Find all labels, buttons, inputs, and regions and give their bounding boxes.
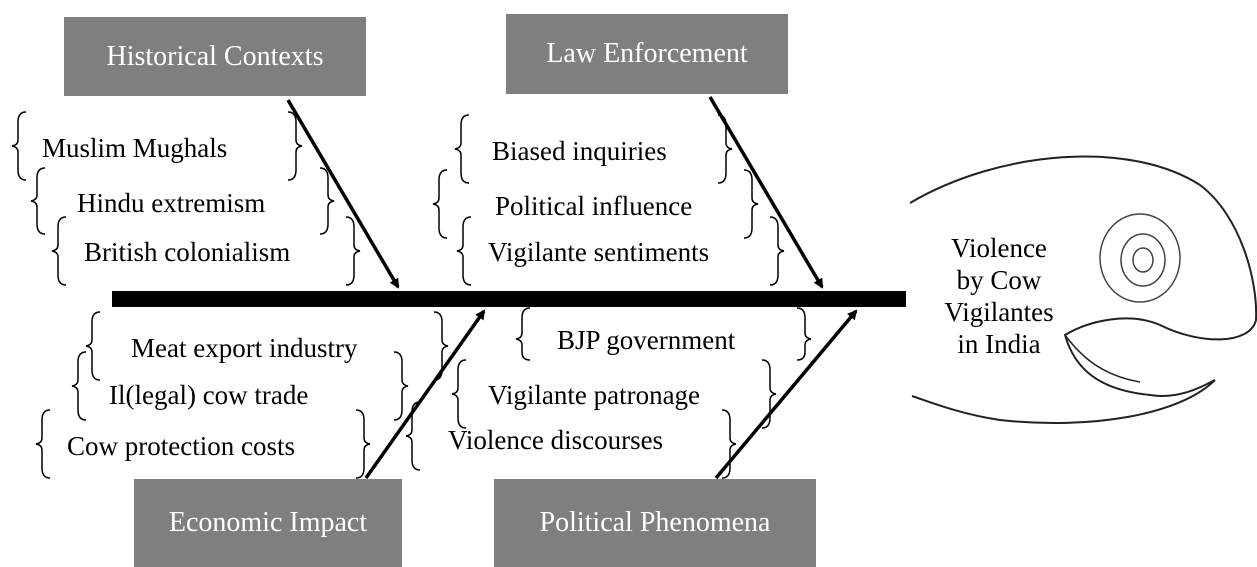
cause-british-colonialism: British colonialism	[84, 237, 291, 267]
cause-hindu-extremism: Hindu extremism	[77, 188, 266, 218]
historical-bone-arrow	[286, 99, 400, 289]
law-bone-arrow	[708, 96, 824, 289]
effect-line-4: in India	[957, 329, 1041, 359]
political-bone-arrow	[714, 309, 858, 480]
effect-label: Violence by Cow Vigilantes in India	[920, 232, 1078, 360]
cause-illegal-cow-trade: Il(legal) cow trade	[109, 380, 309, 410]
category-label-historical-contexts: Historical Contexts	[106, 40, 324, 72]
category-box-law-enforcement: Law Enforcement	[506, 14, 788, 94]
category-box-political-phenomena: Political Phenomena	[494, 479, 816, 567]
political-brace-group	[451, 307, 812, 479]
cause-meat-export-industry: Meat export industry	[131, 333, 358, 363]
cause-vigilante-patronage: Vigilante patronage	[488, 380, 701, 410]
cause-violence-discourses: Violence discourses	[448, 425, 664, 455]
cause-vigilante-sentiments: Vigilante sentiments	[488, 237, 710, 267]
category-box-historical-contexts: Historical Contexts	[64, 17, 366, 96]
fish-mouth-line	[1064, 334, 1141, 383]
cause-muslim-mughals: Muslim Mughals	[42, 133, 228, 163]
category-label-economic-impact: Economic Impact	[168, 507, 368, 538]
cause-political-influence: Political influence	[495, 191, 693, 221]
effect-line-2: by Cow	[956, 265, 1042, 295]
category-label-law-enforcement: Law Enforcement	[546, 38, 748, 69]
fish-eye	[1099, 213, 1181, 303]
fishbone-spine	[112, 291, 906, 307]
category-box-economic-impact: Economic Impact	[134, 479, 402, 567]
fish-head-outline	[909, 155, 1257, 425]
law-brace-group	[432, 114, 785, 286]
historical-brace-group	[11, 111, 361, 286]
cause-cow-protection-costs: Cow protection costs	[67, 431, 295, 461]
economic-bone-arrow	[364, 309, 486, 480]
cause-bjp-government: BJP government	[557, 325, 736, 355]
effect-line-1: Violence	[951, 233, 1047, 263]
effect-line-3: Vigilantes	[944, 297, 1054, 327]
category-label-political-phenomena: Political Phenomena	[539, 507, 771, 538]
cause-biased-inquiries: Biased inquiries	[492, 136, 667, 166]
economic-brace-group	[35, 311, 449, 479]
